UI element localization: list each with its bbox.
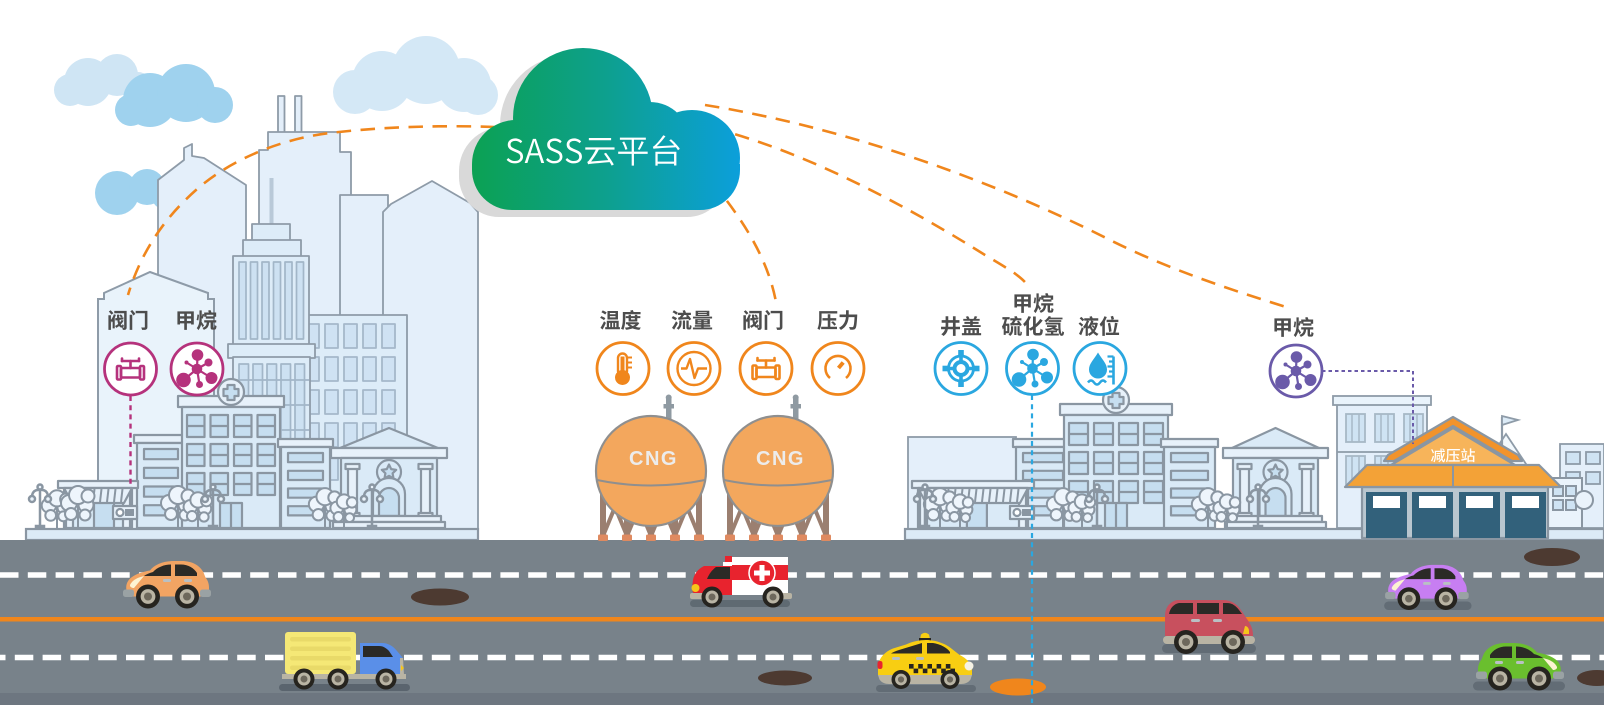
svg-text:CNG: CNG xyxy=(756,448,805,470)
svg-text:CNG: CNG xyxy=(629,448,678,470)
